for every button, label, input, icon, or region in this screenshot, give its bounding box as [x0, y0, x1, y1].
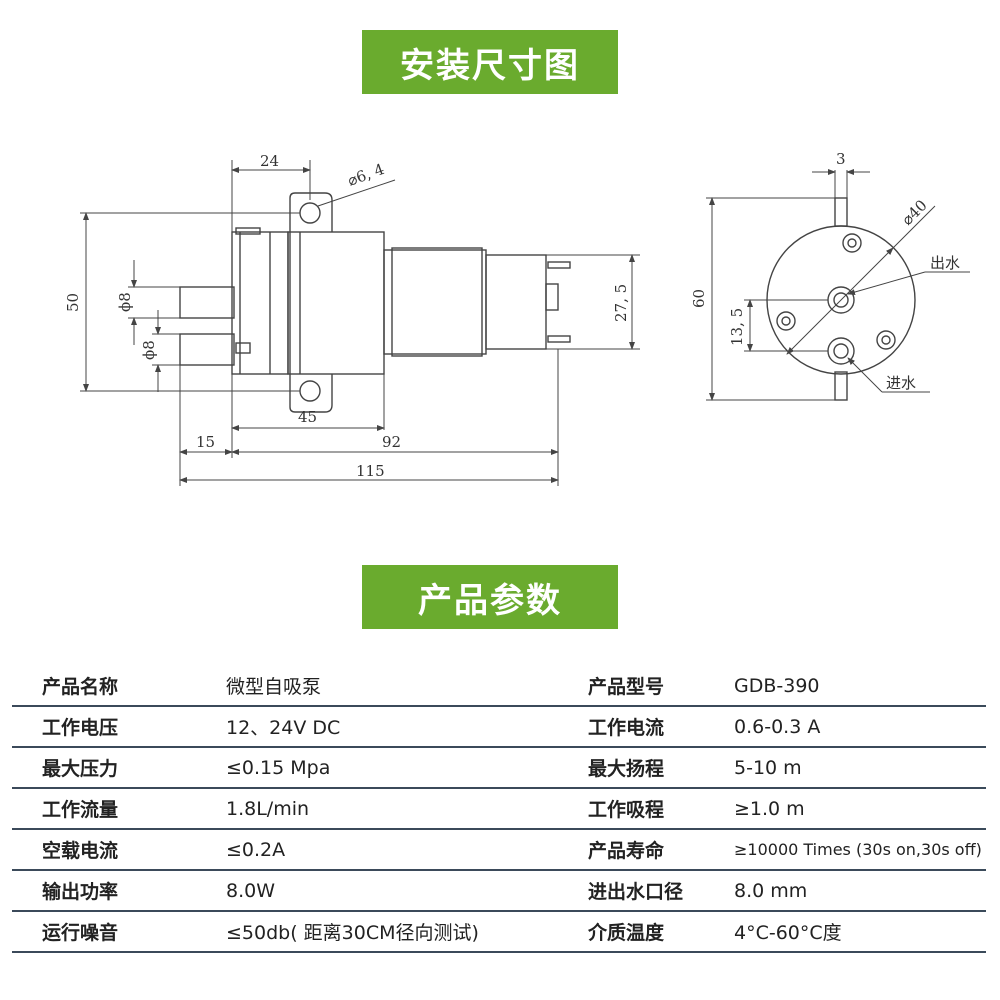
install-dimension-drawing: 24 ⌀6, 4 50 ϕ8 ϕ8 27, 5 45 15 92 115 — [64, 150, 970, 486]
table-row: 工作电压 12、24V DC 工作电流 0.6-0.3 A — [12, 706, 986, 748]
param-value: ≤0.15 Mpa — [202, 747, 578, 789]
dim-3: 3 — [836, 150, 846, 168]
dim-92: 92 — [382, 433, 401, 451]
param-value: GDB-390 — [724, 666, 986, 707]
param-value: 8.0W — [202, 870, 578, 912]
param-key: 产品型号 — [578, 666, 724, 707]
dim-phi8-outlet: ϕ8 — [116, 292, 134, 312]
inlet-label: 进水 — [886, 374, 916, 392]
mount-flange-top — [289, 192, 333, 232]
param-value: 1.8L/min — [202, 788, 578, 830]
param-key: 空载电流 — [12, 829, 202, 871]
table-row: 空载电流 ≤0.2A 产品寿命 ≥10000 Times (30s on,30s… — [12, 829, 986, 871]
pump-end-view — [766, 197, 916, 401]
param-value: 微型自吸泵 — [202, 666, 578, 707]
motor-end-cap — [485, 254, 547, 350]
mount-flange-bottom — [289, 374, 333, 413]
product-params-table: 产品名称 微型自吸泵 产品型号 GDB-390 工作电压 12、24V DC 工… — [12, 666, 986, 953]
param-value: ≥10000 Times (30s on,30s off) — [724, 829, 986, 871]
screw-left — [776, 311, 796, 331]
table-row: 产品名称 微型自吸泵 产品型号 GDB-390 — [12, 666, 986, 707]
param-key: 工作吸程 — [578, 788, 724, 830]
param-value: 0.6-0.3 A — [724, 706, 986, 748]
param-key: 运行噪音 — [12, 911, 202, 953]
param-key: 工作流量 — [12, 788, 202, 830]
screw-top — [842, 233, 862, 253]
dim-40-diameter: ⌀40 — [898, 196, 931, 229]
param-key: 介质温度 — [578, 911, 724, 953]
param-key: 输出功率 — [12, 870, 202, 912]
dim-27-5: 27, 5 — [612, 284, 630, 322]
param-value: ≤0.2A — [202, 829, 578, 871]
product-params-title: 产品参数 — [362, 565, 618, 629]
param-value: 8.0 mm — [724, 870, 986, 912]
param-key: 产品寿命 — [578, 829, 724, 871]
param-key: 最大压力 — [12, 747, 202, 789]
param-key: 进出水口径 — [578, 870, 724, 912]
inlet-tube-side — [179, 333, 235, 366]
dim-60: 60 — [690, 289, 708, 308]
motor-terminal-bottom — [547, 335, 571, 343]
param-key: 产品名称 — [12, 666, 202, 707]
screw-right — [876, 330, 896, 350]
param-value: ≤50db( 距离30CM径向测试) — [202, 911, 578, 953]
table-row: 输出功率 8.0W 进出水口径 8.0 mm — [12, 870, 986, 912]
table-row: 最大压力 ≤0.15 Mpa 最大扬程 5-10 m — [12, 747, 986, 789]
dim-phi8-inlet: ϕ8 — [140, 340, 158, 360]
outlet-tube-side — [179, 286, 235, 319]
dim-115: 115 — [356, 462, 385, 480]
table-row: 运行噪音 ≤50db( 距离30CM径向测试) 介质温度 4°C-60°C度 — [12, 911, 986, 953]
motor-terminal-top — [547, 261, 571, 269]
param-key: 工作电流 — [578, 706, 724, 748]
param-value: 5-10 m — [724, 747, 986, 789]
dim-13-5: 13, 5 — [728, 308, 746, 346]
dim-50: 50 — [64, 293, 82, 312]
terminal-pin-top — [834, 197, 848, 227]
param-value: 4°C-60°C度 — [724, 911, 986, 953]
param-key: 工作电压 — [12, 706, 202, 748]
outlet-label: 出水 — [930, 254, 960, 272]
param-value: ≥1.0 m — [724, 788, 986, 830]
pump-chamber — [287, 231, 385, 375]
mount-hole-top — [299, 202, 321, 224]
install-diagram-title: 安装尺寸图 — [362, 30, 618, 94]
dim-45: 45 — [298, 408, 317, 426]
pump-side-view — [179, 192, 571, 413]
param-value: 12、24V DC — [202, 706, 578, 748]
mount-hole-bottom — [299, 380, 321, 402]
motor-body — [383, 249, 487, 355]
terminal-pin-bottom — [834, 371, 848, 401]
dim-15: 15 — [196, 433, 215, 451]
table-row: 工作流量 1.8L/min 工作吸程 ≥1.0 m — [12, 788, 986, 830]
param-key: 最大扬程 — [578, 747, 724, 789]
dim-24: 24 — [260, 152, 279, 170]
